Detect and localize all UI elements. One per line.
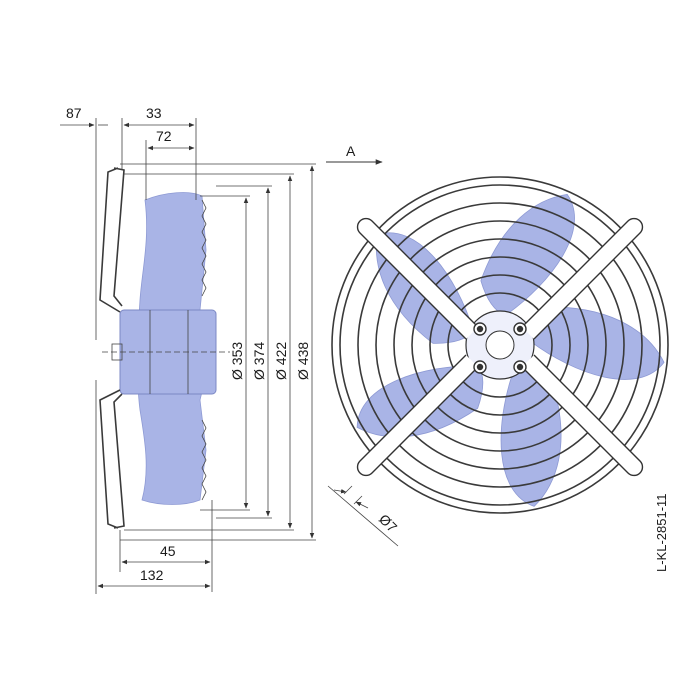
dim-33: 33 [146,105,162,121]
front-blade [480,193,575,316]
view-label: A [346,143,356,159]
dim-72: 72 [156,128,172,144]
guard-ring [375,220,625,470]
side-guard-lower [99,389,125,529]
dim-87: 87 [66,105,82,121]
guard-ring [429,274,571,416]
dim-dia-353: Ø 353 [229,342,245,380]
dim-132: 132 [140,567,164,583]
dim-45: 45 [160,543,176,559]
dim-dia-7: Ø7 [376,511,401,536]
mounting-brackets [356,217,644,477]
guard-ring [393,238,607,452]
guard-ring [357,202,643,488]
dim-dia-438: Ø 438 [295,342,311,380]
side-guard-upper [99,167,125,313]
side-dimensions: 87 33 72 45 132 [60,105,213,594]
side-blade-edge [201,199,207,501]
dim-dia-422: Ø 422 [273,342,289,380]
dim-dia-374: Ø 374 [251,342,267,380]
guard-rings [357,202,643,488]
front-view [331,176,669,514]
side-view [99,167,230,529]
hole-dimension: Ø7 [327,485,401,547]
diameter-dimensions: Ø 353 Ø 374 Ø 422 Ø 438 [120,163,316,541]
view-arrow: A [326,143,383,165]
guard-ring [411,256,589,434]
front-blade [500,370,562,507]
drawing-reference: L-KL-2851-11 [654,493,669,572]
guard-outer-ring [331,176,669,514]
guard-ring [447,292,553,398]
